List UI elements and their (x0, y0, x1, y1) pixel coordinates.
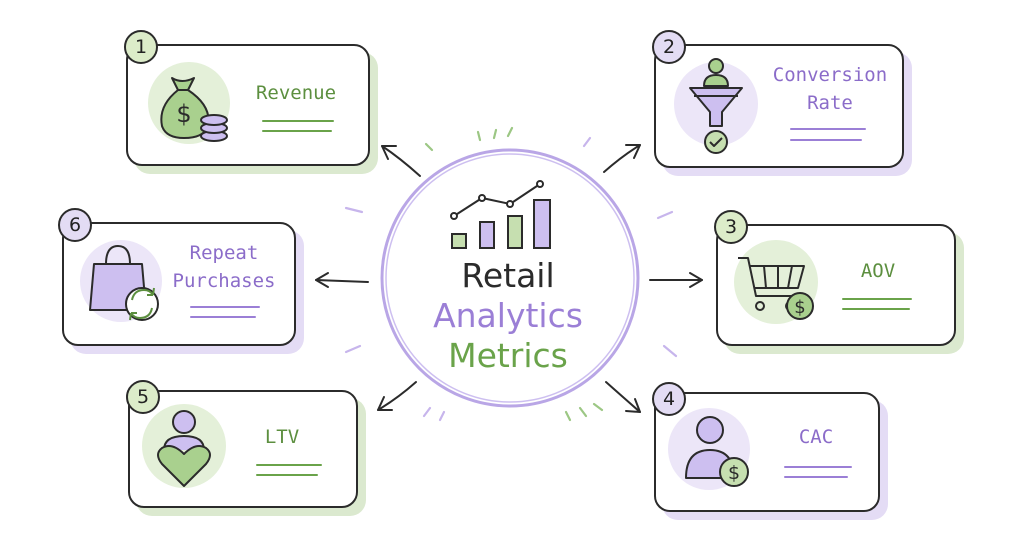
svg-text:$: $ (794, 297, 805, 318)
rising-bar-chart-icon (450, 180, 551, 249)
center-title-analytics: Analytics (433, 296, 583, 335)
metric-label-purchases: Purchases (172, 270, 276, 292)
step-badge-4: 4 (652, 382, 686, 416)
step-badge-6: 6 (58, 208, 92, 242)
metric-label-cac: CAC (798, 426, 834, 448)
svg-text:$: $ (728, 462, 740, 484)
sparkle-strokes (344, 126, 678, 422)
metric-label-conversion: Conversion (772, 64, 888, 86)
metric-label-aov: AOV (860, 260, 896, 282)
arrow-to-aov (649, 272, 703, 288)
arrow-to-ltv (377, 381, 417, 411)
step-badge-2: 2 (652, 30, 686, 64)
metric-label-revenue: Revenue (255, 82, 337, 104)
arrow-to-cac (605, 381, 641, 413)
person-dollar-icon: $ (685, 416, 749, 487)
center-circle (380, 148, 640, 408)
arrow-to-conversion-rate (603, 144, 641, 173)
metric-label-repeat: Repeat (189, 242, 259, 264)
shopping-cart-dollar-icon: $ (738, 257, 814, 320)
metric-label-rate: Rate (807, 92, 853, 114)
svg-text:$: $ (176, 100, 191, 128)
step-badge-3: 3 (714, 210, 748, 244)
step-badge-1: 1 (124, 30, 158, 64)
step-badge-5: 5 (126, 380, 160, 414)
money-bag-coins-icon: $ (160, 77, 228, 142)
arrow-to-revenue (381, 145, 421, 177)
center-title-retail: Retail (461, 256, 555, 295)
person-heart-icon (157, 410, 211, 487)
center-title-metrics: Metrics (448, 336, 568, 375)
funnel-person-check-icon (689, 58, 743, 154)
shopping-bag-repeat-icon (89, 245, 159, 321)
arrow-to-repeat-purchases (315, 272, 369, 288)
metric-label-ltv: LTV (264, 426, 300, 448)
